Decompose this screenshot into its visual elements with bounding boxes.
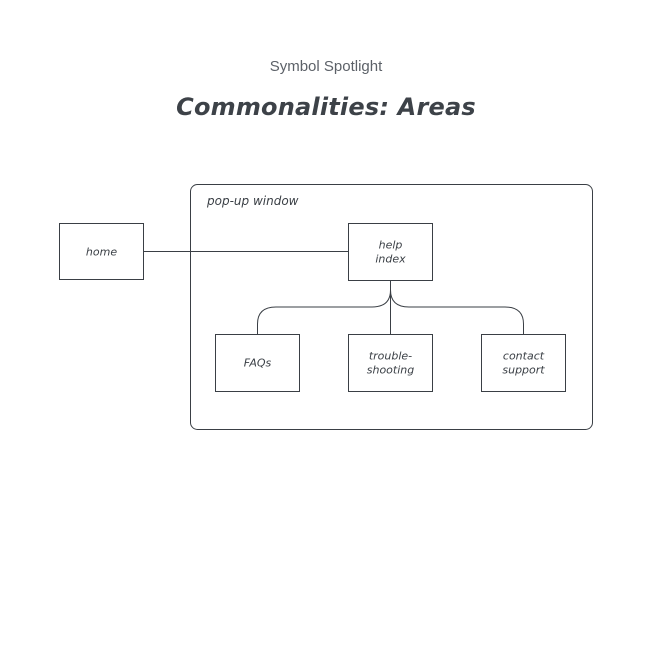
connector-help-faqs bbox=[257, 280, 391, 335]
popup-window-area bbox=[190, 184, 593, 430]
node-faqs: FAQs bbox=[215, 334, 300, 392]
node-troubleshooting-label-line1: trouble- bbox=[369, 350, 412, 363]
node-help-index-label-line2: index bbox=[375, 253, 406, 266]
node-help-index-label-line1: help bbox=[379, 239, 403, 252]
node-home: home bbox=[59, 223, 144, 280]
node-help-index: help index bbox=[348, 223, 433, 281]
subtitle: Symbol Spotlight bbox=[269, 58, 383, 75]
node-troubleshooting: trouble- shooting bbox=[348, 334, 433, 392]
popup-window-label: pop-up window bbox=[206, 194, 299, 208]
node-home-label: home bbox=[86, 246, 117, 259]
node-contact-support: contact support bbox=[481, 334, 566, 392]
node-troubleshooting-label-line2: shooting bbox=[367, 364, 415, 377]
node-faqs-label: FAQs bbox=[244, 357, 272, 370]
connector-help-contact bbox=[390, 280, 524, 335]
node-contact-support-label-line1: contact bbox=[503, 350, 545, 363]
node-contact-support-label-line2: support bbox=[502, 364, 545, 377]
page-title: Commonalities: Areas bbox=[176, 93, 476, 121]
